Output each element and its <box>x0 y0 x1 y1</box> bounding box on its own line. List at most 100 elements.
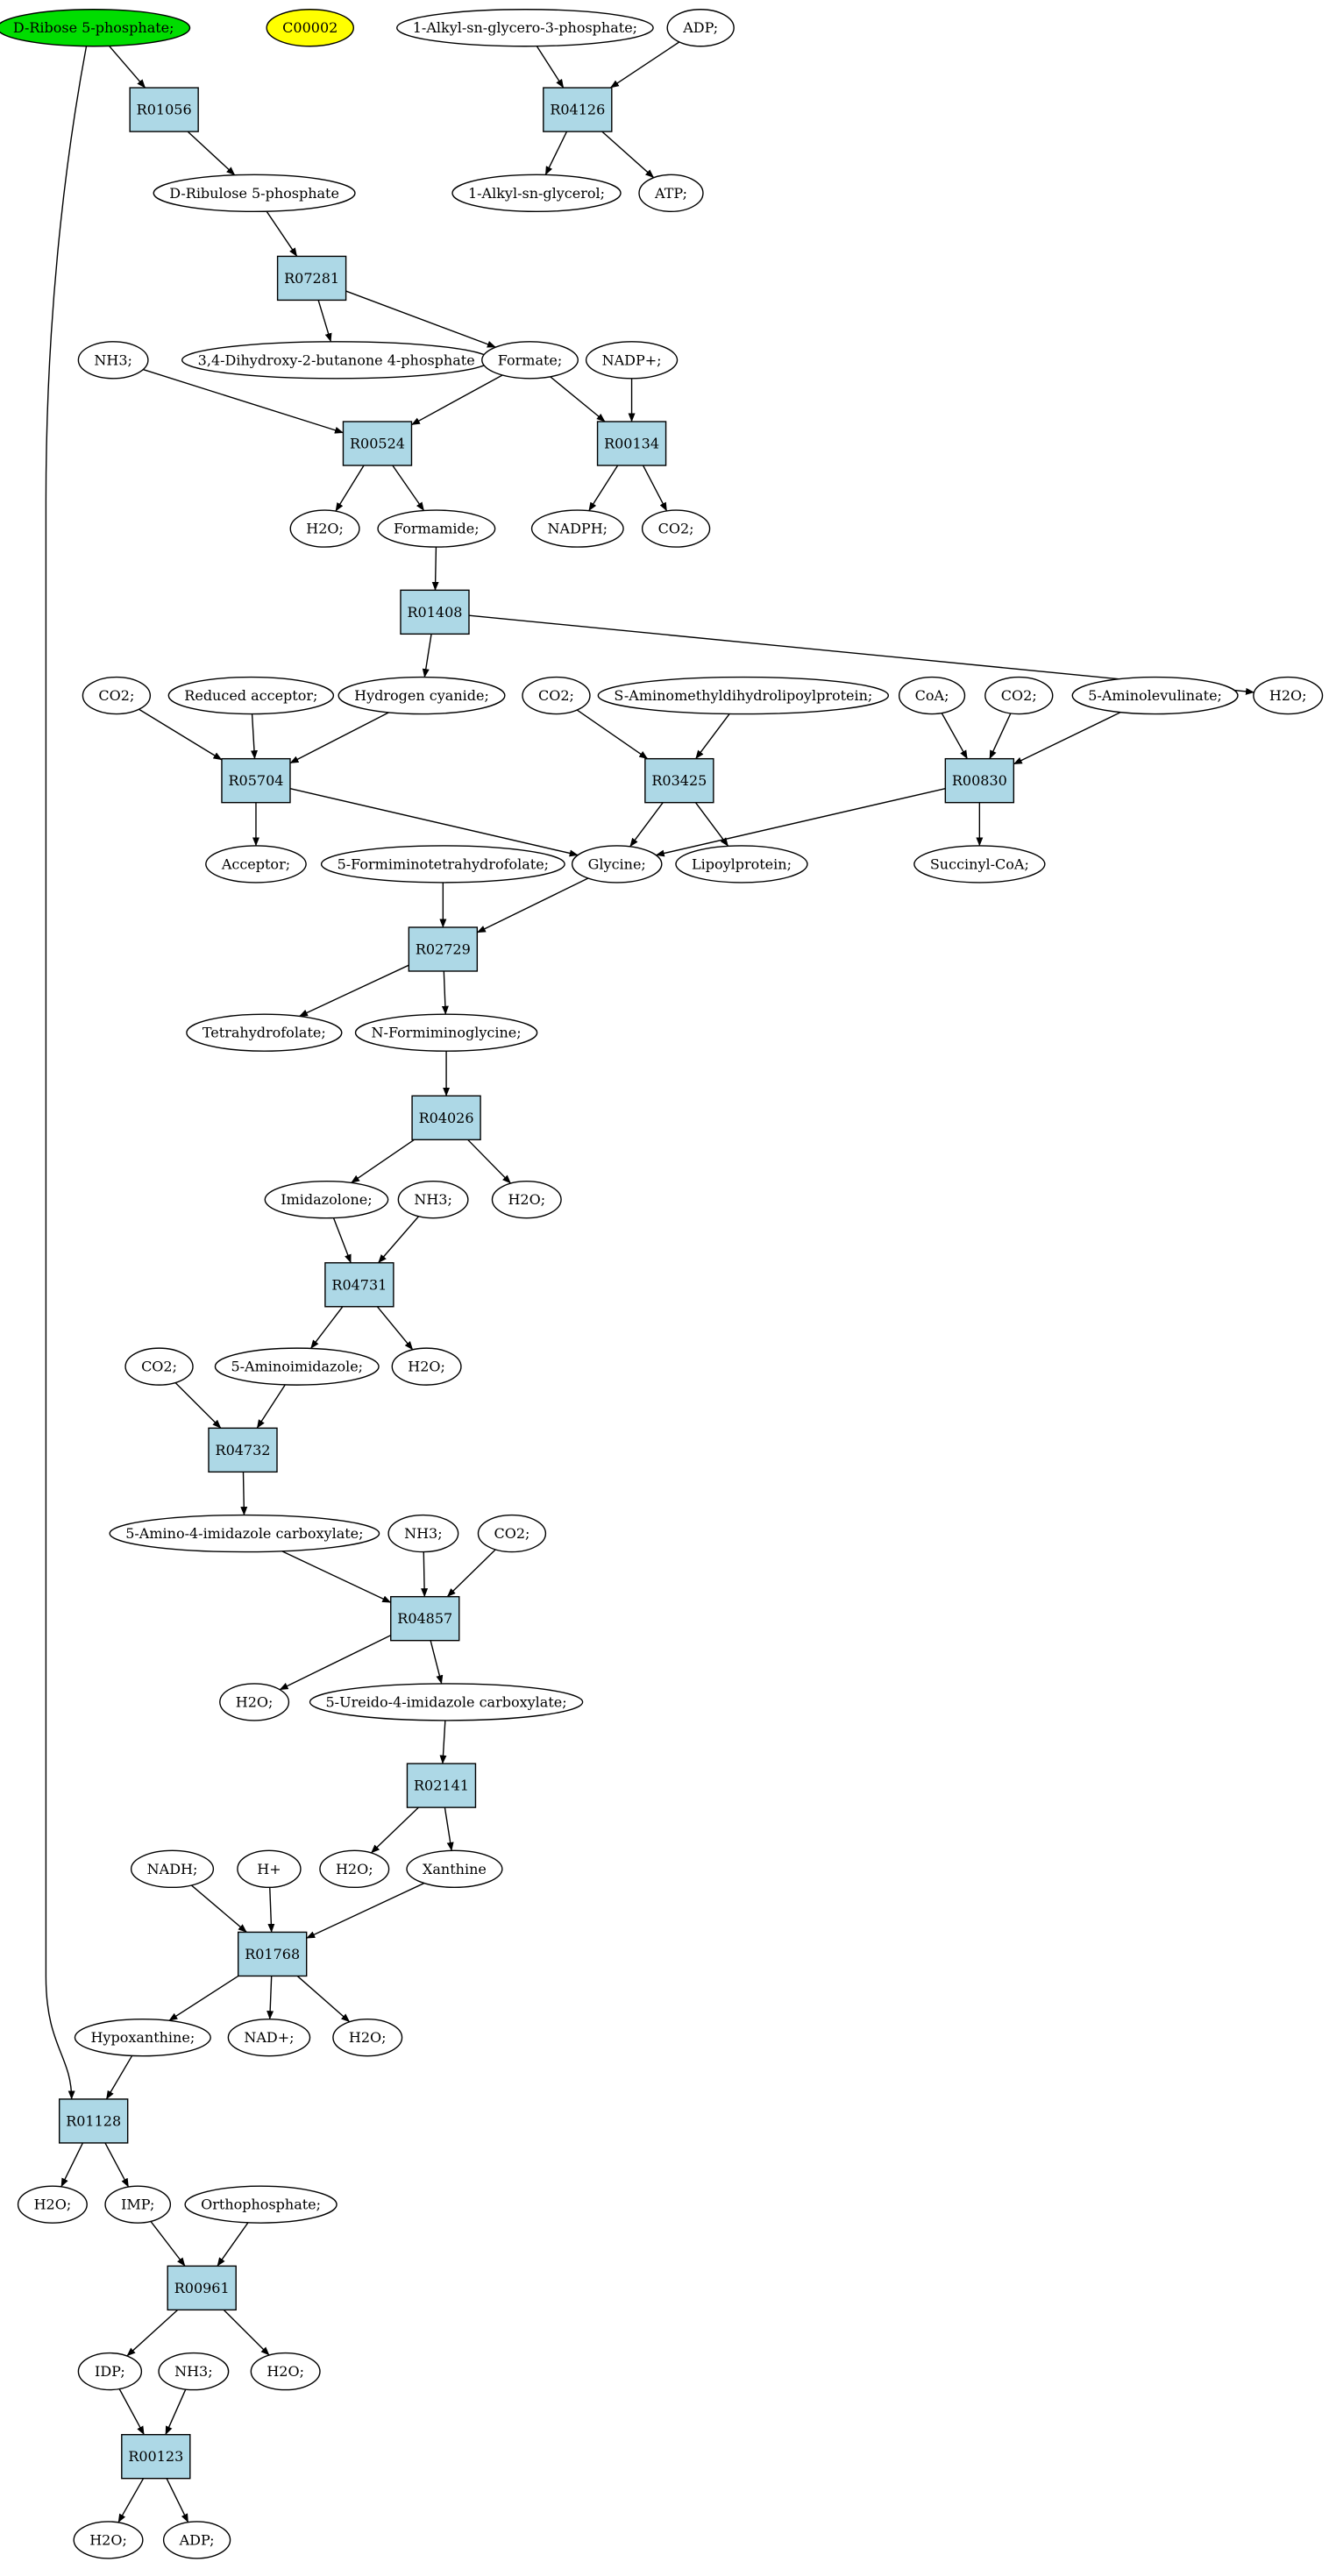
edge-r00524-to-h2o-1 <box>335 465 365 512</box>
edge-hcn-to-r05704 <box>289 712 389 764</box>
reaction-node-r04732: R04732 <box>208 1427 278 1473</box>
reaction-box <box>208 1427 278 1473</box>
edge-alkyl-gp-to-r04126 <box>536 46 565 89</box>
reaction-label: R00961 <box>174 2280 230 2296</box>
metabolite-label: Glycine; <box>588 855 646 872</box>
metabolite-label: IDP; <box>95 2363 125 2380</box>
metabolite-node-dhbp: 3,4-Dihydroxy-2-butanone 4-phosphate <box>181 341 492 380</box>
reaction-label: R00123 <box>128 2448 183 2465</box>
metabolite-node-5a4ic: 5-Amino-4-imidazole carboxylate; <box>109 1514 380 1553</box>
reaction-label: R01408 <box>407 604 462 621</box>
metabolite-ellipse <box>214 1347 380 1386</box>
metabolite-node-5u4ic: 5-Ureido-4-imidazole carboxylate; <box>309 1683 584 1721</box>
metabolite-ellipse <box>319 1849 390 1889</box>
metabolite-node-xanthine: Xanthine <box>406 1849 503 1889</box>
metabolite-ellipse <box>898 676 966 715</box>
reaction-node-r00830: R00830 <box>944 757 1015 804</box>
edge-r00961-to-idp <box>126 2309 179 2357</box>
metabolite-ellipse <box>338 676 506 715</box>
metabolite-label: NADPH; <box>548 521 608 537</box>
reaction-node-r02141: R02141 <box>406 1763 477 1808</box>
reaction-label: R01056 <box>137 102 192 118</box>
edge-xanthine-to-r01768 <box>306 1882 425 1939</box>
metabolite-label: NH3; <box>414 1191 452 1208</box>
metabolite-label: CO2; <box>658 521 694 537</box>
reaction-label: R03425 <box>651 772 707 789</box>
metabolite-node-h2o-8: H2O; <box>17 2185 88 2224</box>
metabolite-ellipse <box>289 509 360 548</box>
metabolite-label: ADP; <box>682 19 718 36</box>
reaction-box <box>644 757 714 804</box>
metabolite-label: H2O; <box>306 521 344 537</box>
metabolite-ellipse <box>354 1013 538 1052</box>
metabolite-ellipse <box>109 1514 380 1553</box>
metabolite-node-co2-3: CO2; <box>522 676 591 715</box>
metabolite-node-nfg: N-Formiminoglycine; <box>354 1013 538 1052</box>
reaction-box <box>390 1595 460 1642</box>
edge-nh3-2-to-r04731 <box>378 1216 420 1264</box>
edge-r01056-to-dribose <box>187 131 236 176</box>
metabolite-label: D-Ribose 5-phosphate; <box>13 19 174 36</box>
edge-r01128-to-h2o-8 <box>60 2142 84 2188</box>
reaction-box <box>596 421 667 466</box>
reaction-box <box>944 757 1015 804</box>
reaction-node-r04126: R04126 <box>543 87 613 132</box>
edge-nadh-to-r01768 <box>190 1884 247 1933</box>
edge-co2-6-to-r04857 <box>446 1549 496 1598</box>
metabolite-label: H2O; <box>267 2363 304 2380</box>
metabolite-label: H2O; <box>508 1191 545 1208</box>
reaction-label: R04731 <box>331 1276 387 1293</box>
metabolite-ellipse <box>130 1849 215 1889</box>
metabolite-label: H2O; <box>336 1861 373 1877</box>
metabolite-label: Lipoylprotein; <box>692 855 792 872</box>
metabolite-label: H2O; <box>1269 687 1307 704</box>
metabolite-node-co2-4: CO2; <box>984 676 1054 715</box>
metabolite-label: 5-Aminoimidazole; <box>231 1359 363 1375</box>
metabolite-ellipse <box>320 845 565 884</box>
metabolite-node-hplus: H+ <box>237 1849 302 1889</box>
metabolite-node-5ai: 5-Aminoimidazole; <box>214 1347 380 1386</box>
edge-r04732-to-5a4ic <box>240 1472 248 1516</box>
metabolite-label: NADP+; <box>602 351 662 368</box>
reaction-label: R02141 <box>414 1778 469 1794</box>
metabolite-node-adp1: ADP; <box>666 9 735 47</box>
metabolite-label: CO2; <box>98 687 134 704</box>
metabolite-node-alkyl-g: 1-Alkyl-sn-glycerol; <box>451 174 622 213</box>
reaction-node-r02729: R02729 <box>408 926 479 972</box>
metabolite-ellipse <box>82 676 152 715</box>
metabolite-ellipse <box>74 2018 211 2057</box>
edge-hplus-to-r01768 <box>267 1887 275 1933</box>
metabolite-ellipse <box>167 676 335 715</box>
metabolite-ellipse <box>530 509 624 548</box>
edge-dribose-to-r07281 <box>266 210 298 257</box>
reaction-box <box>400 589 470 635</box>
edge-r02141-to-h2o-6 <box>370 1806 419 1854</box>
metabolite-ellipse <box>481 341 579 380</box>
metabolite-node-co2-6: CO2; <box>477 1514 547 1553</box>
metabolite-node-hypox: Hypoxanthine; <box>74 2018 211 2057</box>
metabolite-label: S-Aminomethyldihydrolipoylprotein; <box>614 687 872 704</box>
reaction-box <box>408 926 479 972</box>
edge-redacc-to-r05704 <box>250 713 258 760</box>
metabolite-node-h2o-3: H2O; <box>491 1180 562 1219</box>
metabolite-label: H2O; <box>89 2531 127 2548</box>
reaction-box <box>411 1095 481 1141</box>
metabolite-node-co2-1: CO2; <box>641 509 711 548</box>
reaction-box <box>543 87 613 132</box>
edge-dribose-top-to-r01128 <box>45 45 88 2100</box>
edge-formate-to-r00524 <box>411 374 503 426</box>
metabolite-node-h2o-1: H2O; <box>289 509 360 548</box>
metabolite-ellipse <box>162 2521 231 2559</box>
metabolite-label: CO2; <box>1001 687 1037 704</box>
edge-r02141-to-xanthine <box>444 1807 454 1851</box>
edge-samdlp-to-r03425 <box>695 713 730 760</box>
metabolite-ellipse <box>377 509 496 548</box>
metabolite-ellipse <box>675 845 808 884</box>
reaction-box <box>406 1763 477 1808</box>
metabolite-label: NH3; <box>404 1525 443 1542</box>
edge-r07281-to-formate <box>345 290 496 348</box>
metabolite-ellipse <box>397 1180 469 1219</box>
metabolite-node-h2o-4: H2O; <box>391 1347 462 1386</box>
